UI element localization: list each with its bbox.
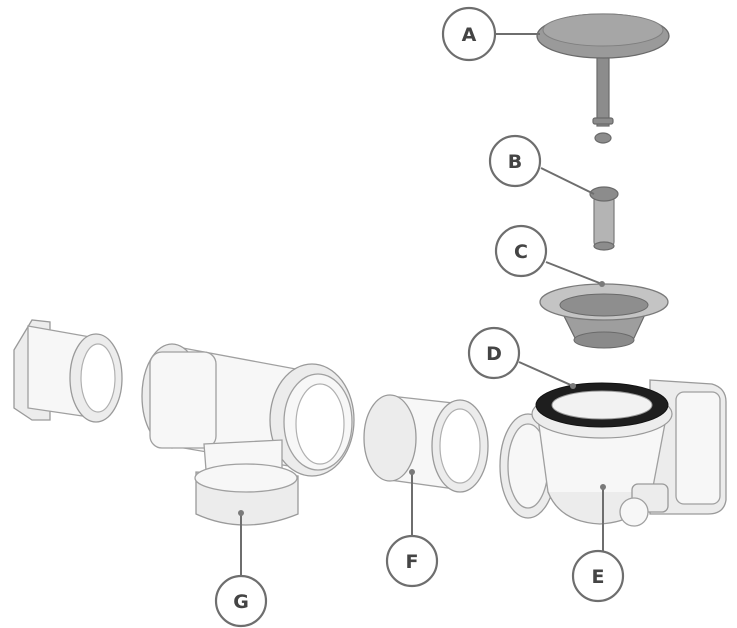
dot-f [409,469,415,475]
dot-c [599,281,605,287]
callout-c-label: C [514,241,528,263]
callout-c: C [494,224,548,278]
part-a-stopper [536,13,670,144]
part-f-coupling [363,394,489,493]
dot-d [570,383,576,389]
part-b-screw [589,186,619,251]
callout-b-label: B [508,151,522,173]
part-c-flange [539,283,669,349]
leader-d [518,361,574,387]
callout-g: G [214,574,268,628]
callout-d-label: D [486,343,502,365]
leader-b [540,167,595,195]
callout-e-label: E [592,566,605,588]
reducer-fitting [13,319,123,423]
leader-c [545,261,603,285]
callout-g-label: G [233,591,249,613]
callout-f: F [385,534,439,588]
callout-d: D [467,326,521,380]
callout-a-label: A [462,24,477,46]
part-e-drain-body [499,379,727,527]
callout-e: E [571,549,625,603]
part-g-tee-fitting [141,343,355,526]
callout-a: A [441,6,497,62]
part-d-gasket [531,382,673,439]
callout-b: B [488,134,542,188]
leader-lines [238,33,606,576]
dot-e [600,484,606,490]
callout-f-label: F [406,551,419,573]
dot-g [238,510,244,516]
